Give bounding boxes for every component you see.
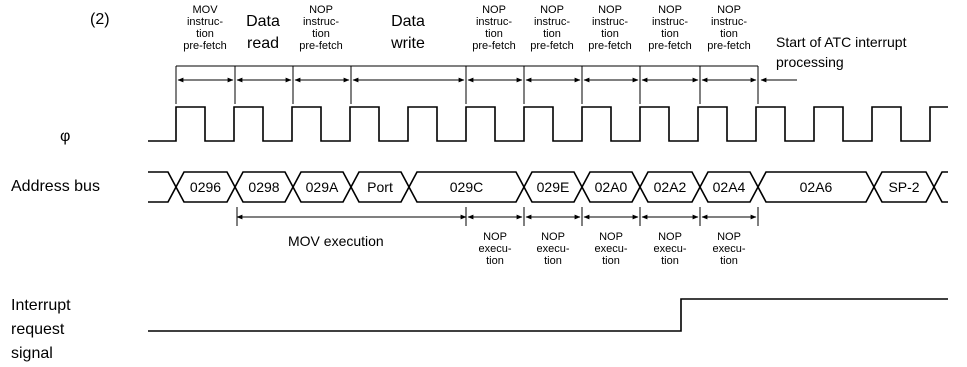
interrupt-label-line-1: Interrupt — [11, 297, 71, 314]
interrupt-label-line-3: signal — [11, 345, 53, 362]
interrupt-signal-waveform — [148, 298, 948, 332]
atc-label: Start of ATC interrupt processing — [776, 34, 907, 70]
bus-value-2: 0298 — [248, 179, 279, 195]
phi-label: φ — [60, 128, 70, 145]
bus-value-11: SP-2 — [888, 179, 919, 195]
bus-value-1: 0296 — [190, 179, 221, 195]
bus-value-8: 02A2 — [654, 179, 687, 195]
bus-value-5: 029C — [450, 179, 483, 195]
address-bus-label: Address bus — [11, 178, 100, 195]
interrupt-label-line-2: request — [11, 321, 65, 338]
bus-value-6: 029E — [537, 179, 570, 195]
bus-value-7: 02A0 — [595, 179, 628, 195]
bus-value-4: Port — [367, 179, 393, 195]
atc-label-line-2: processing — [776, 54, 844, 70]
bus-value-9: 02A4 — [713, 179, 746, 195]
mov-execution-label: MOV execution — [288, 233, 384, 249]
bus-lead-in — [148, 171, 177, 203]
figure-label: (2) — [90, 11, 110, 28]
phase-bracket — [176, 65, 758, 83]
bus-value-10: 02A6 — [800, 179, 833, 195]
address-bus-segments: 0296 0298 029A Port 029C 029E 02A0 02A2 02A4 02A6… — [148, 171, 948, 203]
bus-value-3: 029A — [306, 179, 339, 195]
interrupt-label: Interrupt request signal — [11, 297, 71, 362]
phi-clock-waveform — [148, 106, 948, 142]
bus-trailing — [933, 171, 948, 203]
timing-tick-lines — [175, 66, 759, 226]
atc-label-line-1: Start of ATC interrupt — [776, 34, 907, 50]
